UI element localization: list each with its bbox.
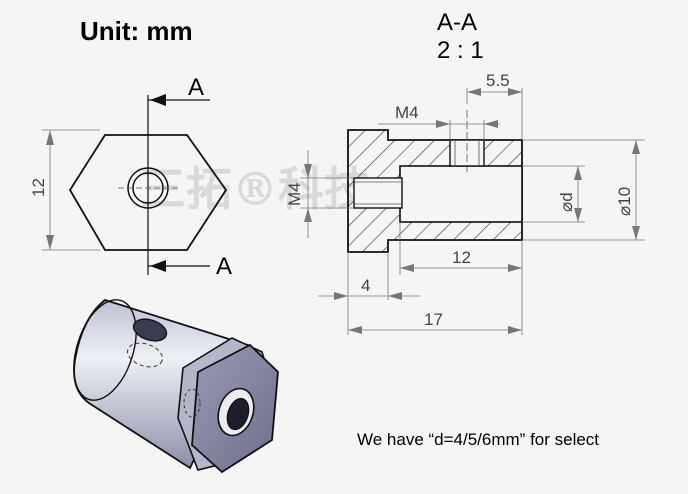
- dim-arrow: [574, 166, 582, 180]
- hidden-thread-edge: [183, 388, 201, 418]
- dim-arrow: [46, 130, 54, 145]
- dim-arrow: [334, 292, 348, 300]
- size-note: We have “d=4/5/6mm” for select: [357, 430, 600, 449]
- thread-hole-left: [353, 177, 403, 209]
- dim-arrow: [400, 264, 414, 272]
- section-scale: 2 : 1: [437, 37, 484, 64]
- dim-arrow: [304, 208, 312, 222]
- set-screw-hole-3d: [132, 318, 168, 342]
- dim-m4-left: M4: [285, 182, 304, 206]
- dim-outer-10: ⌀10: [615, 187, 634, 216]
- dim-height-12: 12: [29, 178, 48, 197]
- watermark-text: 三拓®科技: [140, 162, 370, 216]
- section-label: A-A: [437, 9, 477, 36]
- dim-arrow: [508, 326, 522, 334]
- hidden-hole-edge: [127, 342, 163, 368]
- section-mark-top: A: [188, 74, 204, 101]
- section-view: M4 5.5 M4 ⌀d: [285, 71, 645, 335]
- dim-arrow: [388, 292, 402, 300]
- dim-12: 12: [452, 248, 471, 267]
- section-arrow-top-head: [150, 94, 166, 106]
- dim-arrow: [348, 326, 362, 334]
- hexagon-outline: [68, 134, 228, 251]
- cylinder-end-edge: [73, 299, 137, 401]
- dim-5-5: 5.5: [486, 71, 510, 90]
- front-view: A A 12: [29, 74, 232, 280]
- bore-hole-inner-3d: [226, 397, 250, 431]
- dim-arrow: [508, 88, 522, 96]
- dim-arrow: [436, 120, 450, 128]
- unit-title: Unit: mm: [80, 16, 193, 46]
- section-mark-bottom: A: [216, 253, 232, 280]
- dim-arrow: [508, 264, 522, 272]
- section-arrow-bottom-head: [150, 260, 166, 272]
- dim-arrow: [484, 120, 498, 128]
- dim-17: 17: [424, 310, 443, 329]
- dim-bore-d: ⌀d: [557, 192, 576, 212]
- dim-arrow: [304, 164, 312, 178]
- dim-m4-top: M4: [395, 103, 419, 122]
- dim-4: 4: [361, 276, 370, 295]
- dim-arrow: [574, 208, 582, 222]
- dim-arrow: [632, 140, 640, 154]
- isometric-render: [73, 298, 279, 474]
- dim-arrow: [467, 88, 481, 96]
- bore: [399, 165, 523, 223]
- dim-arrow: [632, 226, 640, 240]
- dim-arrow: [46, 235, 54, 250]
